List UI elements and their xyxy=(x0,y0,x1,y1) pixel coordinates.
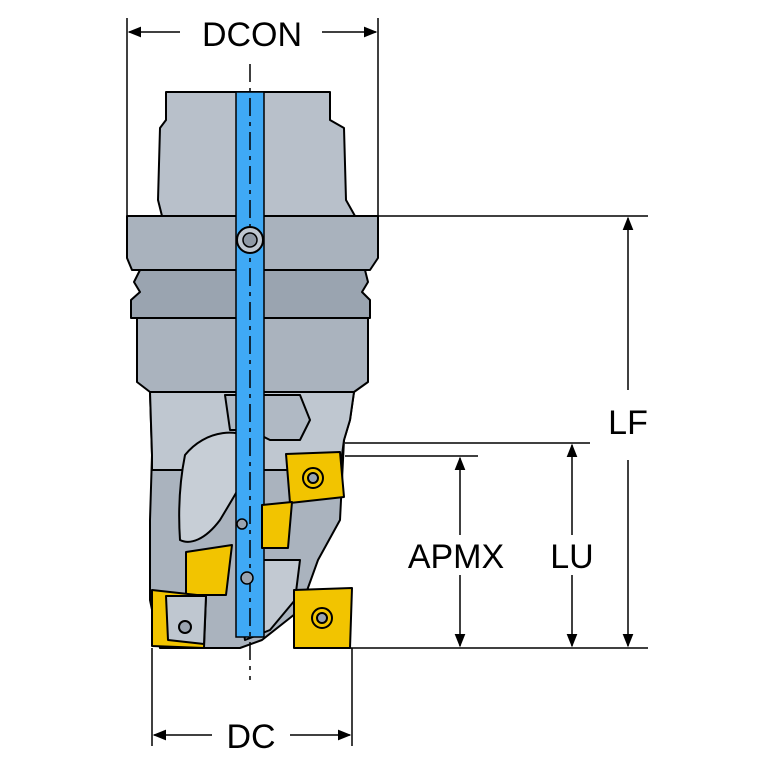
cutting-inserts xyxy=(151,451,353,649)
insert-top-right xyxy=(285,451,345,504)
label-lu: LU xyxy=(550,538,593,576)
coolant-port-icon xyxy=(236,226,264,254)
label-dc: DC xyxy=(226,718,275,756)
label-dcon: DCON xyxy=(202,16,302,54)
insert-bottom-left xyxy=(151,589,207,649)
insert-left-upper xyxy=(185,544,233,596)
dimension-lines xyxy=(126,18,648,746)
label-apmx: APMX xyxy=(408,538,504,576)
label-lf: LF xyxy=(608,404,648,442)
insert-bottom-right xyxy=(293,587,353,649)
insert-middle xyxy=(261,501,293,549)
coolant-channel xyxy=(235,64,265,680)
